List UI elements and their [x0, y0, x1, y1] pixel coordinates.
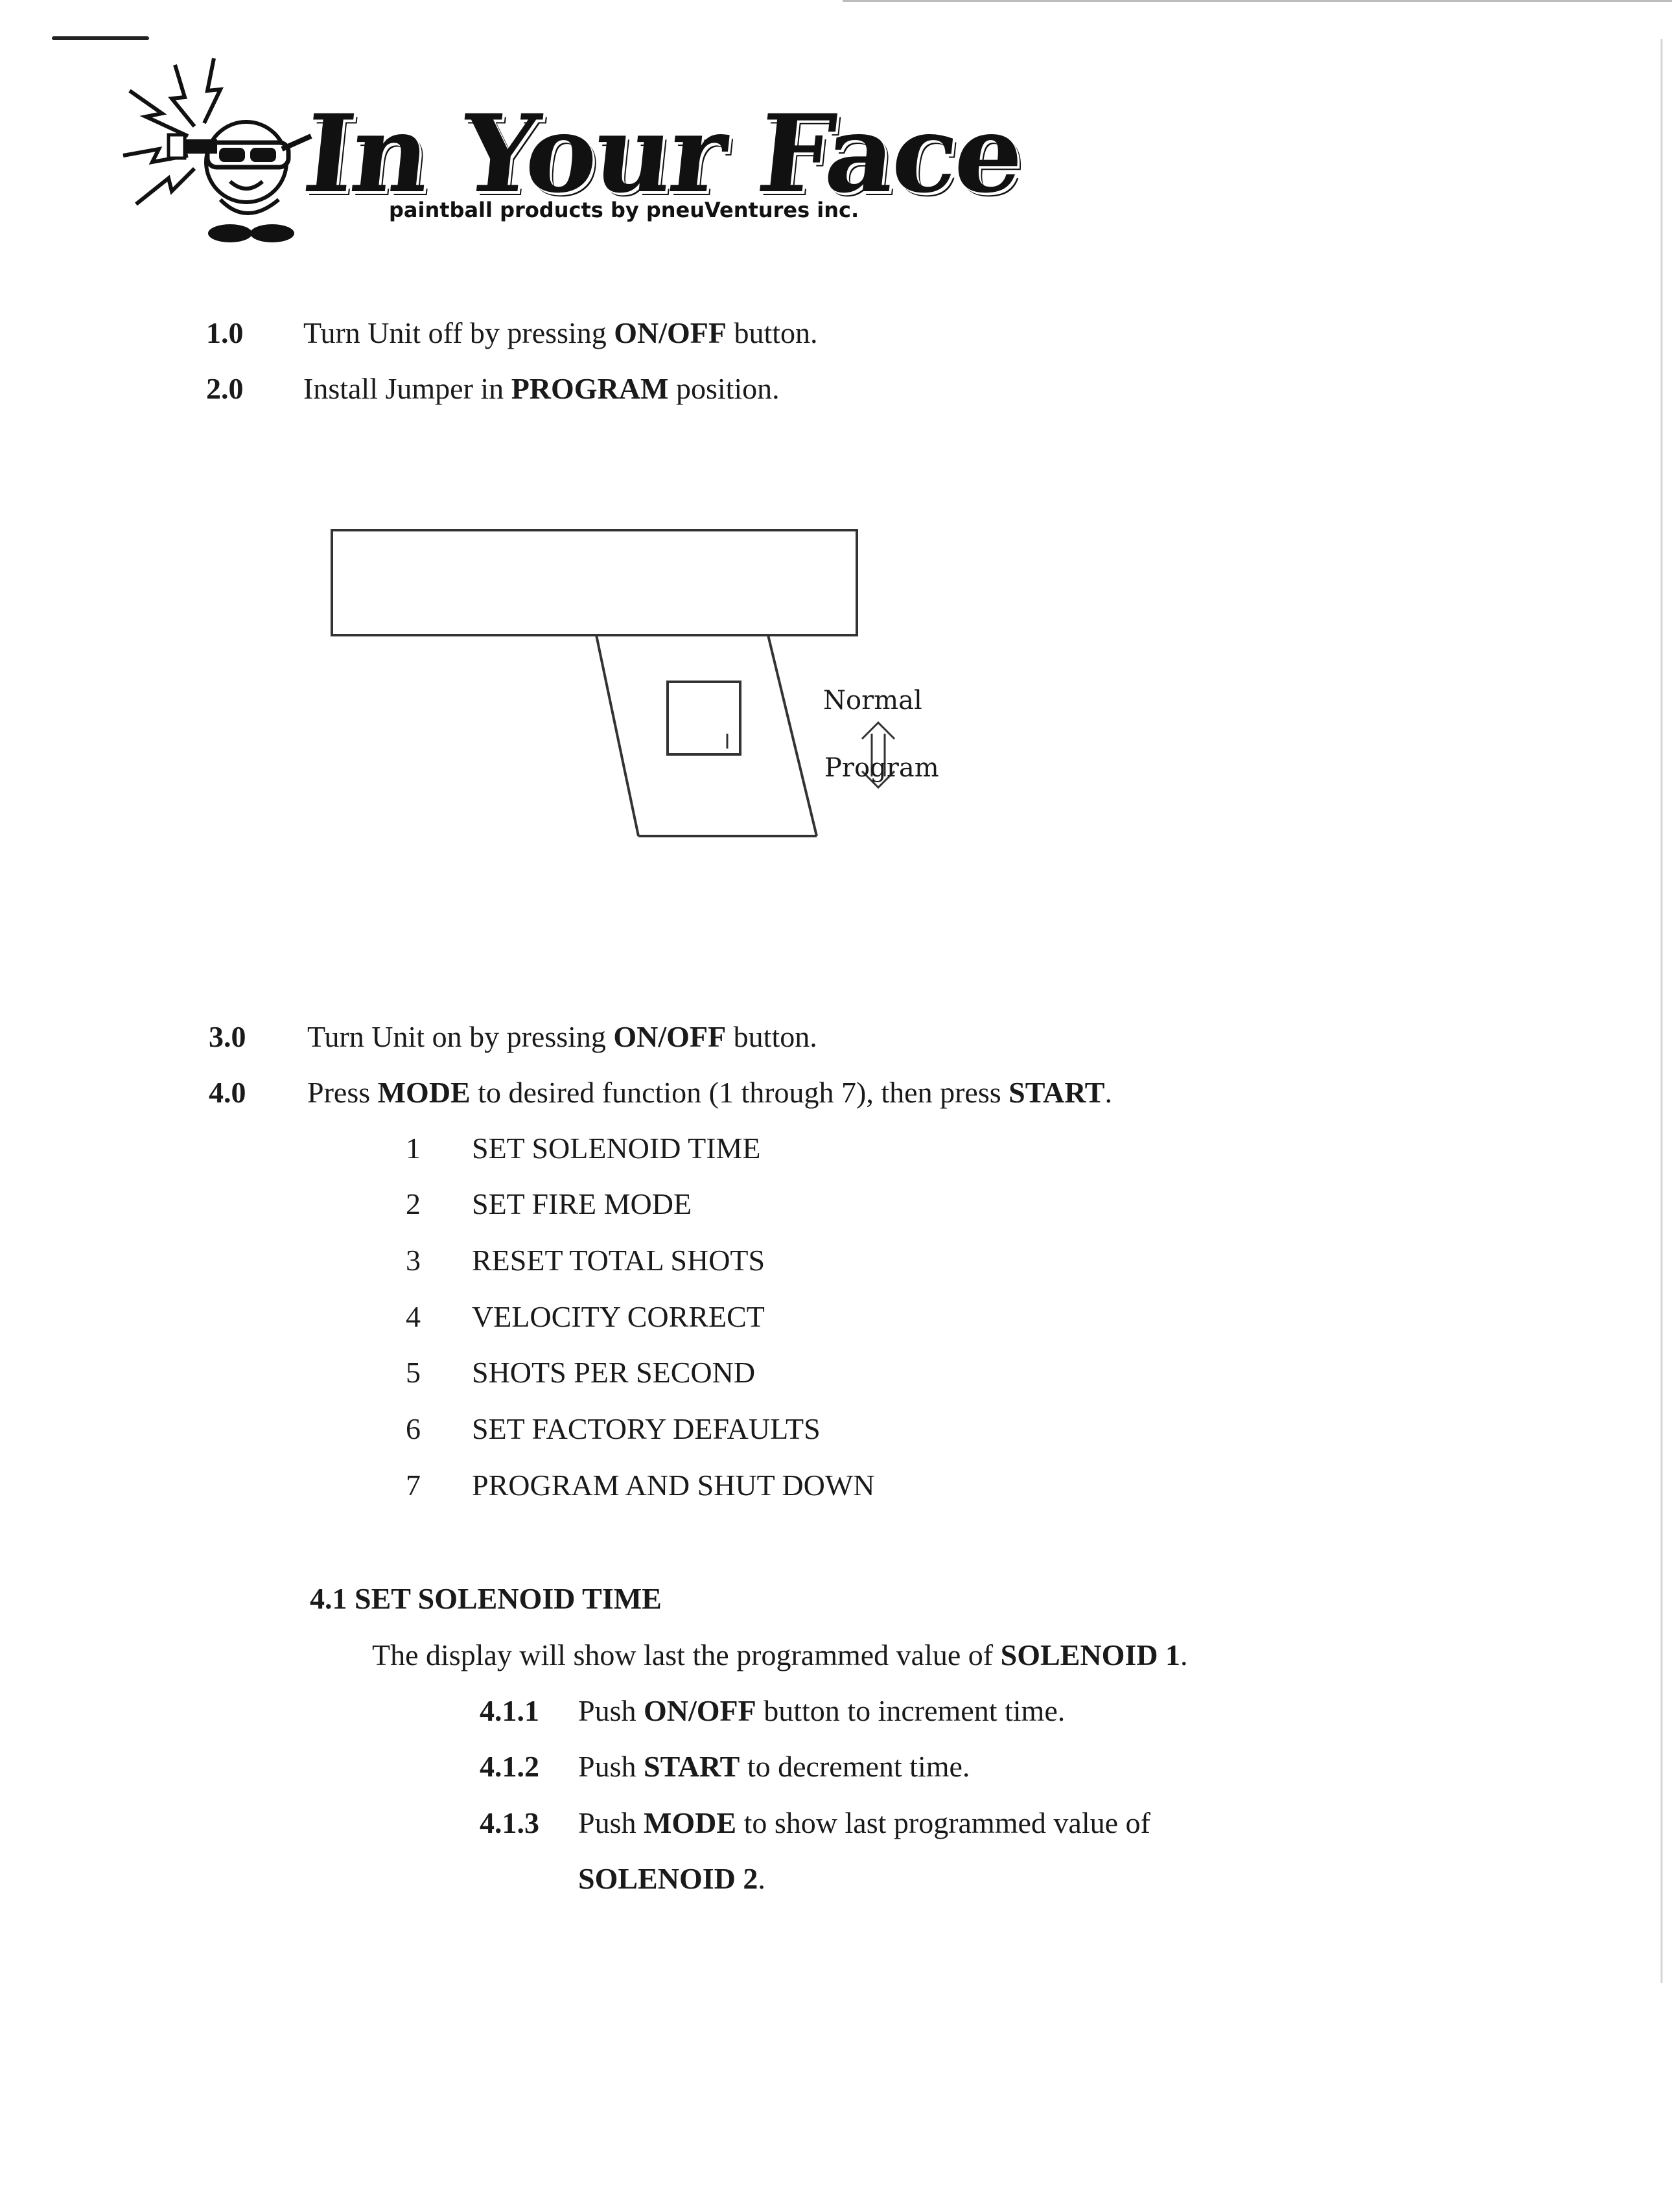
step-number: 3.0 [209, 1020, 246, 1053]
step-text: Turn Unit on by pressing ON/OFF button. [307, 1020, 817, 1053]
scan-mark [52, 36, 149, 40]
step-number: 1.0 [206, 316, 244, 349]
mascot-icon [122, 58, 312, 242]
step-text: Turn Unit off by pressing ON/OFF button. [303, 316, 818, 349]
label-program: Program [824, 753, 939, 783]
substep-number: 4.1.2 [480, 1750, 539, 1783]
substep-text: Push START to decrement time. [578, 1750, 970, 1783]
section-4-1-intro: The display will show last the programme… [372, 1638, 1188, 1671]
jumper-diagram: Normal Program [311, 506, 1024, 868]
step-text: Press MODE to desired function (1 throug… [307, 1076, 1112, 1109]
substep-number: 4.1.3 [480, 1806, 539, 1839]
scan-edge-right [1661, 39, 1662, 1983]
step-number: 4.0 [209, 1076, 246, 1109]
substep-number: 4.1.1 [480, 1694, 539, 1727]
jumper-diagram-drawing [331, 529, 896, 837]
substep-text: Push ON/OFF button to increment time. [578, 1694, 1066, 1727]
label-normal: Normal [823, 686, 922, 716]
step-number: 2.0 [206, 372, 244, 405]
step-text: Install Jumper in PROGRAM position. [303, 372, 780, 405]
substep-text: Push MODE to show last programmed value … [578, 1806, 1150, 1839]
logo-tagline: paintball products by pneuVentures inc. [389, 198, 859, 222]
company-logo: In Your Face paintball products by pneuV… [117, 52, 1027, 246]
scan-edge-top [843, 0, 1672, 2]
section-4-1-heading: 4.1 SET SOLENOID TIME [310, 1582, 662, 1615]
substep-4-1-3-continuation: SOLENOID 2. [578, 1862, 765, 1895]
